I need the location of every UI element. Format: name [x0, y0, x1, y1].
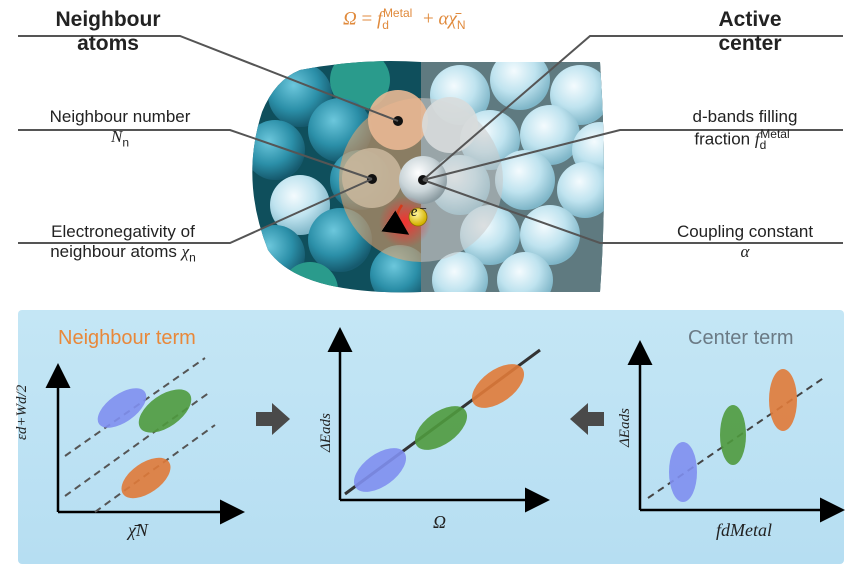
right-xlabel: fdMetal	[716, 520, 772, 540]
neighbour-atoms-line2: atoms	[77, 32, 139, 55]
neighbour-atoms-line1: Neighbour	[55, 8, 161, 31]
middle-ylabel: ΔEads	[318, 413, 334, 452]
leader-lines	[18, 35, 843, 244]
left-arrow-icon	[570, 403, 604, 435]
formula-chi-sub: N	[456, 18, 466, 33]
electron-label: e⁻	[411, 204, 427, 220]
fd-sup: Metal	[760, 127, 790, 141]
chi-sub: n	[189, 250, 196, 265]
coupling-label: Coupling constant α	[640, 222, 850, 262]
left-xlabel: χ̄N	[128, 520, 148, 540]
formula-f: f	[376, 8, 383, 30]
fd-sub: d	[759, 138, 767, 153]
fd-symbol: f	[754, 129, 760, 149]
coupling-symbol: α	[740, 242, 750, 261]
d-band-line2: fraction	[694, 129, 751, 149]
d-band-line1: d-bands filling	[692, 107, 798, 126]
formula-omega: Ω	[343, 8, 357, 30]
neighbour-number-text: Neighbour number	[49, 107, 191, 126]
formula-plus: +	[423, 8, 434, 30]
active-center-line1: Active	[718, 8, 782, 31]
electronegativity-label: Electronegativity of neighbour atoms χn	[18, 222, 228, 264]
right-plot	[627, 340, 845, 523]
middle-xlabel: Ω	[433, 512, 447, 532]
formula-f-sup: Metal	[382, 6, 413, 20]
omega-formula: Ω = fdMetal + αχ̄N	[343, 6, 466, 32]
formula-f-sub: d	[382, 18, 389, 33]
n-sub: n	[122, 135, 130, 150]
left-plot	[45, 357, 245, 525]
right-ylabel: ΔEads	[617, 408, 633, 447]
left-ylabel: εd+Wd/2	[14, 384, 30, 440]
n-symbol: N	[110, 127, 123, 146]
active-center-label: Active center	[690, 8, 810, 56]
active-center-line2: center	[718, 32, 782, 55]
neighbour-term-title: Neighbour term	[58, 327, 196, 349]
formula-equals: =	[361, 8, 373, 30]
coupling-line1: Coupling constant	[676, 222, 814, 241]
chi-symbol: χ	[181, 242, 190, 261]
neighbour-atoms-label: Neighbour atoms	[48, 8, 168, 56]
d-band-label: d-bands filling fraction fdMetal	[640, 107, 850, 152]
electron-transfer	[381, 204, 428, 235]
neighbour-number-label: Neighbour number Nn	[20, 107, 220, 149]
right-arrow-icon	[256, 403, 290, 435]
middle-plot	[327, 327, 550, 513]
center-term-title: Center term	[688, 327, 794, 349]
electroneg-line1: Electronegativity of	[51, 222, 195, 241]
formula-alpha-chi: αχ̄	[438, 8, 457, 30]
electroneg-line2: neighbour atoms	[50, 242, 177, 261]
